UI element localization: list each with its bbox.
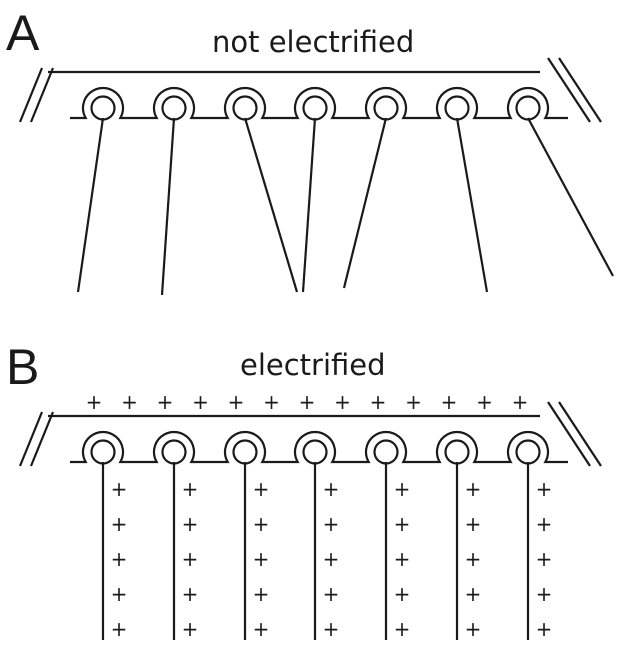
panel-a-fibers: [76, 117, 614, 296]
charge-symbol: +: [192, 390, 209, 414]
charge-symbol: +: [536, 582, 553, 606]
fiber-ring: [373, 95, 399, 121]
fiber-ring: [444, 95, 470, 121]
charge-symbol: +: [465, 512, 482, 536]
charge-symbol: +: [253, 477, 270, 501]
charge-symbol: +: [323, 547, 340, 571]
charge-symbol: +: [263, 390, 280, 414]
charge-symbol: +: [394, 512, 411, 536]
break-mark-left: [18, 411, 44, 467]
panel-a-title: not electrified: [212, 25, 414, 59]
break-mark-left: [18, 67, 44, 123]
panel-b-top-charges: + + + + + + + + + + + + +: [86, 390, 529, 414]
fiber-strand: [76, 117, 105, 293]
panel-a: A not electrified: [6, 5, 614, 296]
charge-symbol: +: [394, 547, 411, 571]
fiber-ring: [161, 439, 187, 465]
charge-symbol: +: [476, 390, 493, 414]
fiber-strand: [243, 117, 299, 293]
break-mark-right: [547, 401, 591, 467]
fiber-ring: [515, 95, 541, 121]
charge-symbol: +: [182, 617, 199, 641]
fiber-ring: [515, 439, 541, 465]
charge-symbol: +: [253, 582, 270, 606]
charge-symbol: +: [111, 477, 128, 501]
charge-symbol: +: [182, 582, 199, 606]
charge-symbol: +: [182, 547, 199, 571]
charge-symbol: +: [536, 617, 553, 641]
fiber-ring: [232, 439, 258, 465]
fiber-strand: [301, 117, 317, 293]
fiber-strand: [160, 117, 176, 296]
charge-symbol: +: [536, 477, 553, 501]
charge-symbol: +: [86, 390, 103, 414]
panel-b: B electrified +++++++++++++ ++++++++++++…: [6, 339, 602, 641]
fiber-ring: [444, 439, 470, 465]
charge-symbol: +: [465, 617, 482, 641]
charge-symbol: +: [512, 390, 529, 414]
charge-symbol: +: [536, 547, 553, 571]
charge-symbol: +: [405, 390, 422, 414]
break-mark-left: [29, 67, 55, 123]
fiber-ring: [302, 439, 328, 465]
fiber-strand: [527, 117, 614, 277]
panel-b-fibers: + + + + + + + + + + + + + + + + + + + + + + + + + + + + + + + + + + +: [101, 462, 553, 641]
charge-symbol: +: [121, 390, 138, 414]
charge-symbol: +: [394, 582, 411, 606]
charge-symbol: +: [465, 582, 482, 606]
charge-symbol: +: [228, 390, 245, 414]
charge-symbol: +: [253, 512, 270, 536]
charge-symbol: +: [111, 512, 128, 536]
charge-symbol: +: [394, 477, 411, 501]
rod-outline: [70, 430, 568, 464]
charge-symbol: +: [182, 477, 199, 501]
charge-symbol: +: [111, 617, 128, 641]
charge-symbol: +: [536, 512, 553, 536]
fiber-ring: [90, 95, 116, 121]
panel-a-rod: [18, 57, 602, 123]
charge-symbol: +: [323, 477, 340, 501]
break-mark-right: [547, 57, 591, 123]
charge-symbol: +: [334, 390, 351, 414]
break-mark-left: [29, 411, 55, 467]
rod-outline: [70, 86, 568, 120]
charge-symbol: +: [157, 390, 174, 414]
fiber-strand: [455, 117, 489, 293]
charge-symbol: +: [323, 617, 340, 641]
charge-symbol: +: [323, 512, 340, 536]
charge-symbol: +: [370, 390, 387, 414]
panel-b-title: electrified: [240, 348, 386, 382]
fiber-ring: [373, 439, 399, 465]
charge-symbol: +: [441, 390, 458, 414]
charge-symbol: +: [182, 512, 199, 536]
charge-symbol: +: [111, 547, 128, 571]
charge-symbol: +: [465, 547, 482, 571]
fiber-ring: [232, 95, 258, 121]
fiber-ring: [90, 439, 116, 465]
charge-symbol: +: [111, 582, 128, 606]
panel-a-letter: A: [6, 5, 40, 61]
charge-symbol: +: [299, 390, 316, 414]
break-mark-right: [558, 57, 602, 123]
fiber-ring: [161, 95, 187, 121]
break-mark-right: [558, 401, 602, 467]
panel-b-letter: B: [6, 339, 39, 395]
charge-symbol: +: [394, 617, 411, 641]
charge-symbol: +: [465, 477, 482, 501]
charge-symbol: +: [323, 582, 340, 606]
charge-symbol: +: [253, 547, 270, 571]
fiber-strand: [342, 117, 388, 289]
fiber-ring: [302, 95, 328, 121]
charge-symbol: +: [253, 617, 270, 641]
